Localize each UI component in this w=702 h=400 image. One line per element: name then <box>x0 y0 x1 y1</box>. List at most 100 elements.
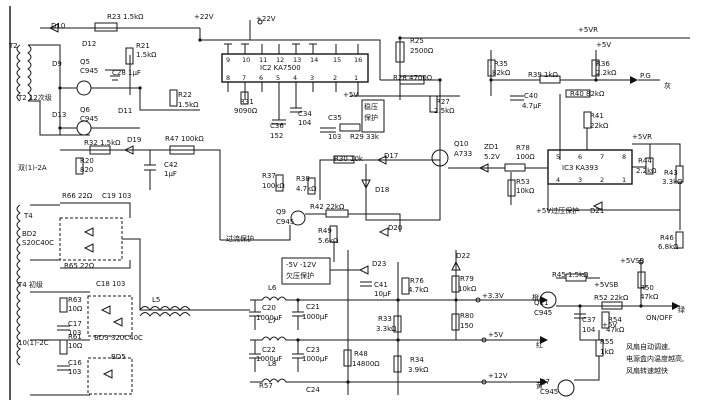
label-r44v: 2.2kΩ <box>636 167 657 175</box>
label-q10: Q10 <box>454 140 468 148</box>
label-c36v: 152 <box>270 132 283 140</box>
label-bd3: BD3 S20C40C <box>94 334 143 342</box>
chain-wiring <box>60 149 221 240</box>
ic2-pin-numbers-top: 9 10 11 12 13 14 15 16 <box>226 56 362 64</box>
label-r37v: 100kΩ <box>262 182 285 190</box>
transistor-q5 <box>76 80 92 96</box>
label-t4: T4 <box>23 212 33 220</box>
resistor-r40 <box>565 89 591 98</box>
label-r39: R39 1kΩ <box>528 71 559 79</box>
label-q5: Q5 <box>80 58 90 66</box>
ic2-pin-label: 10 <box>242 56 250 64</box>
label-r41v: 22kΩ <box>590 122 609 130</box>
resistor-r47 <box>169 145 195 155</box>
label-c35: C35 <box>328 114 342 122</box>
label-r22v: 1.5kΩ <box>178 101 199 109</box>
ic3-pin-numbers-bottom: 4 3 2 1 <box>556 176 626 184</box>
capacitor-c23 <box>292 340 304 372</box>
resistor-r76 <box>401 277 410 295</box>
label-c36: C36 <box>270 122 284 130</box>
fan-wiring <box>574 330 600 381</box>
label-c17: C17 <box>68 320 82 328</box>
label-r50v: 47kΩ <box>640 293 659 301</box>
label-c28: C28 1μF <box>112 69 141 77</box>
divider-wiring <box>347 250 457 395</box>
transformer-t2-secondary <box>27 44 32 102</box>
label-r28: R28 4700Ω <box>393 74 433 82</box>
bd2-output <box>122 238 250 311</box>
ic3-pin-label: 1 <box>622 176 626 184</box>
label-v5d: +5V <box>602 321 617 329</box>
rectifier-bd5-box <box>87 357 133 395</box>
label-r42: R42 22kΩ <box>310 203 345 211</box>
inductor-l5 <box>139 306 191 311</box>
rectifier-bd3-box <box>87 295 133 337</box>
label-d10: D10 <box>51 22 65 30</box>
label-l8: L8 <box>268 360 276 368</box>
label-r20v: 820 <box>80 166 93 174</box>
label-r57: R57 <box>259 382 273 390</box>
label-c37v: 104 <box>582 326 596 334</box>
label-v5vr2: +5VR <box>632 133 652 141</box>
label-r48: R48 <box>354 350 368 358</box>
label-c945d: C945 <box>534 309 552 317</box>
label-c20: C20 <box>262 304 276 312</box>
regulation-protection-box <box>361 99 385 133</box>
label-r61v: 10Ω <box>68 342 83 350</box>
label-r45: R45 1.5kΩ <box>552 271 589 279</box>
ic2-pin-label: 1 <box>354 74 358 82</box>
label-c20v: 1000μF <box>256 314 282 322</box>
label-t2: T2 <box>8 42 18 50</box>
label-r33: R33 <box>378 315 392 323</box>
label-pg: P.G <box>640 72 651 80</box>
label-v5vr1: +5VR <box>578 26 598 34</box>
label-c945c: C945 <box>276 218 294 226</box>
label-r27v: 2.5kΩ <box>434 107 455 115</box>
transistor-q11 <box>539 291 557 309</box>
label-r54: R54 <box>608 316 622 324</box>
ic2-pin-label: 4 <box>293 74 297 82</box>
label-r38v: 4.7kΩ <box>296 185 317 193</box>
label-c42v: 1μF <box>164 170 177 178</box>
resistor-r32 <box>89 145 111 155</box>
diode-d17 <box>376 155 387 165</box>
resistor-r22 <box>169 89 178 107</box>
resistor-r61 <box>59 339 68 355</box>
label-d17: D17 <box>384 152 398 160</box>
ic2-pin-label: 16 <box>354 56 362 64</box>
resistor-r25 <box>395 41 405 63</box>
label-uv2: 欠压保护 <box>286 271 314 280</box>
ic2-pin-label: 11 <box>259 56 267 64</box>
label-r47: R47 100kΩ <box>165 135 204 143</box>
label-c23: C23 <box>306 346 320 354</box>
label-r61: R61 <box>68 333 82 341</box>
label-r41: R41 <box>590 112 604 120</box>
label-r22: R22 <box>178 91 192 99</box>
label-bd5: BD5 <box>111 353 126 361</box>
label-red: 红 <box>536 340 543 349</box>
label-r80: R80 <box>460 312 474 320</box>
diode-d10 <box>48 23 59 33</box>
transistor-q10 <box>431 149 449 167</box>
label-a733: A733 <box>454 150 472 158</box>
label-bd2v: S20C40C <box>22 239 54 247</box>
d18-wiring <box>365 160 441 221</box>
label-r44: R44 <box>638 157 652 165</box>
label-r78: R78 <box>516 144 530 152</box>
label-orange: 橙 <box>532 293 539 302</box>
label-r55v: 1kΩ <box>600 348 615 356</box>
label-d9: D9 <box>52 60 62 68</box>
terminal-5v <box>481 337 487 343</box>
resistor-r46 <box>675 231 684 249</box>
label-r20: R20 <box>80 157 94 165</box>
label-d22: D22 <box>456 252 470 260</box>
label-r36: R36 <box>596 60 610 68</box>
resistor-r30 <box>333 155 355 164</box>
diode-d21 <box>592 201 603 211</box>
label-uv1: -5V -12V <box>286 261 316 269</box>
label-v22b: +22V <box>256 15 276 23</box>
ic2-pins <box>227 44 359 120</box>
capacitor-c28 <box>105 69 125 81</box>
ic3-pin-label: 6 <box>578 153 582 161</box>
label-c18: C18 103 <box>96 280 125 288</box>
